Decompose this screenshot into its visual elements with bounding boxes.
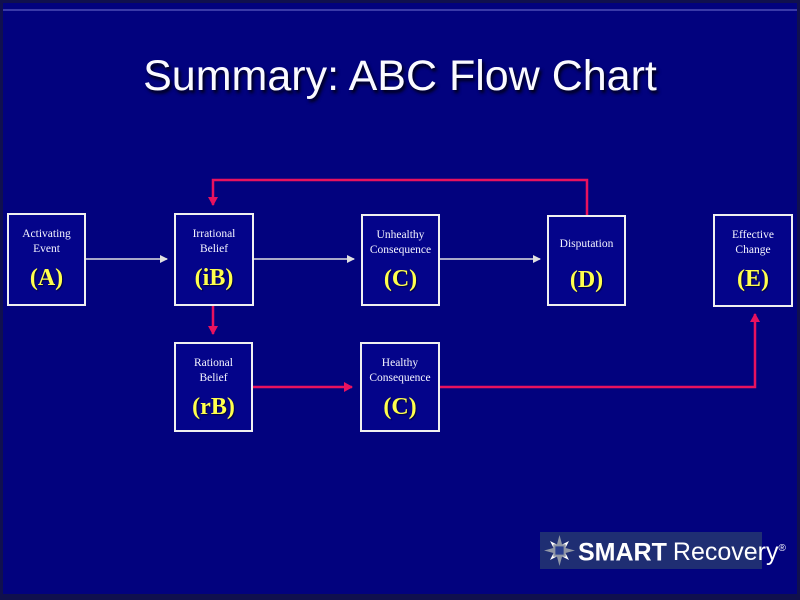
registered-trademark-symbol: ® — [778, 542, 786, 554]
flowbox-label: Effective Change — [732, 225, 774, 261]
flowbox-label-line2: Change — [735, 244, 771, 256]
flowbox-label-line2: Consequence — [369, 244, 432, 256]
flowbox-disputation: Disputation (D) — [547, 215, 626, 306]
flowbox-label-line1: Healthy — [381, 357, 419, 369]
flowbox-irrational-belief: Irrational Belief (iB) — [174, 213, 254, 306]
flowbox-label-line1: Disputation — [559, 237, 614, 250]
flowbox-label: Irrational Belief — [193, 224, 236, 260]
arrow-healthy-c-to-e — [440, 313, 760, 389]
flowbox-activating-event: Activating Event (A) — [7, 213, 86, 306]
flowbox-letter: (E) — [737, 266, 769, 292]
flowbox-label-line1: Irrational — [192, 228, 236, 240]
flowbox-effective-change: Effective Change (E) — [713, 214, 793, 307]
flowbox-letter: (C) — [383, 266, 418, 292]
arrow-d-to-ib-feedback — [208, 178, 589, 215]
flowbox-label-line2: Event — [33, 243, 60, 255]
flowbox-label-line2: Consequence — [369, 372, 431, 384]
flowbox-letter: (iB) — [194, 265, 234, 291]
logo-word-recovery: Recovery — [672, 538, 779, 567]
slide-title: Summary: ABC Flow Chart — [143, 52, 657, 100]
flowbox-letter: (D) — [569, 267, 604, 293]
flowbox-label-line1: Unhealthy — [376, 229, 425, 241]
flowbox-letter: (A) — [29, 265, 64, 291]
flowbox-label: Activating Event — [22, 224, 71, 260]
slide-top-accent-line — [0, 9, 800, 11]
flowbox-label-line2: Belief — [199, 243, 229, 255]
flowbox-label: Unhealthy Consequence — [370, 225, 431, 261]
flowbox-label-line1: Activating — [22, 228, 71, 240]
flowbox-rational-belief: Rational Belief (rB) — [174, 342, 253, 432]
flowbox-label: Disputation — [560, 226, 614, 262]
flowbox-label: Rational Belief — [194, 353, 233, 389]
flowbox-label-line1: Rational — [194, 357, 233, 369]
flowbox-letter: (C) — [383, 394, 417, 420]
flowbox-letter: (rB) — [192, 394, 235, 420]
flowbox-unhealthy-consequence: Unhealthy Consequence (C) — [361, 214, 440, 306]
flowbox-label-line2: Belief — [199, 372, 228, 384]
logo-word-smart: SMART — [578, 538, 667, 567]
flowbox-label: Healthy Consequence — [369, 353, 430, 389]
flowbox-healthy-consequence: Healthy Consequence (C) — [360, 342, 440, 432]
flowbox-label-line1: Effective — [732, 229, 774, 241]
smart-recovery-star-icon — [544, 535, 575, 566]
